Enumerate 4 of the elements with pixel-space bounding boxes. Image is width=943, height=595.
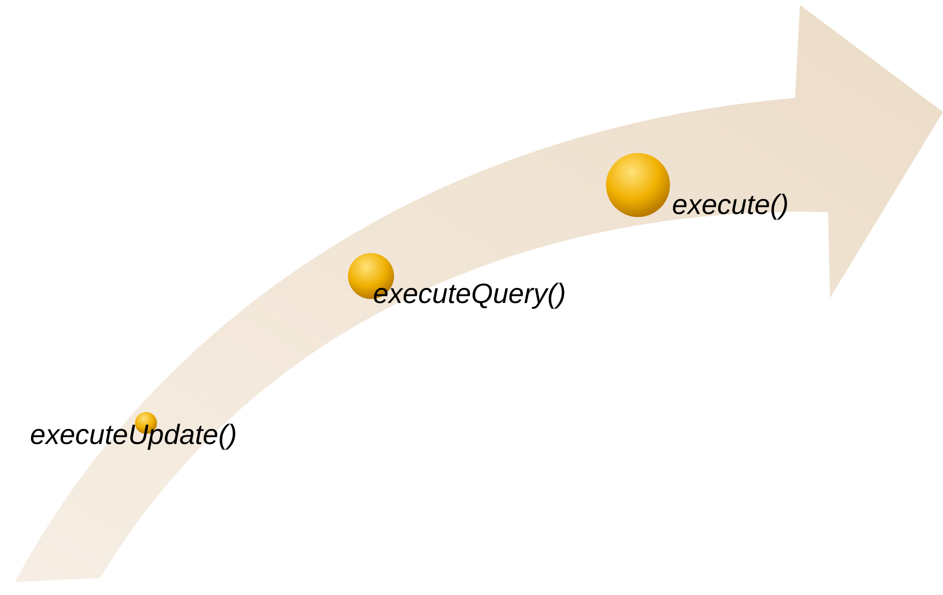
ball-marker xyxy=(604,151,672,219)
method-label: execute() xyxy=(672,188,789,222)
method-label: executeQuery() xyxy=(373,277,566,311)
method-label: executeUpdate() xyxy=(30,418,238,452)
